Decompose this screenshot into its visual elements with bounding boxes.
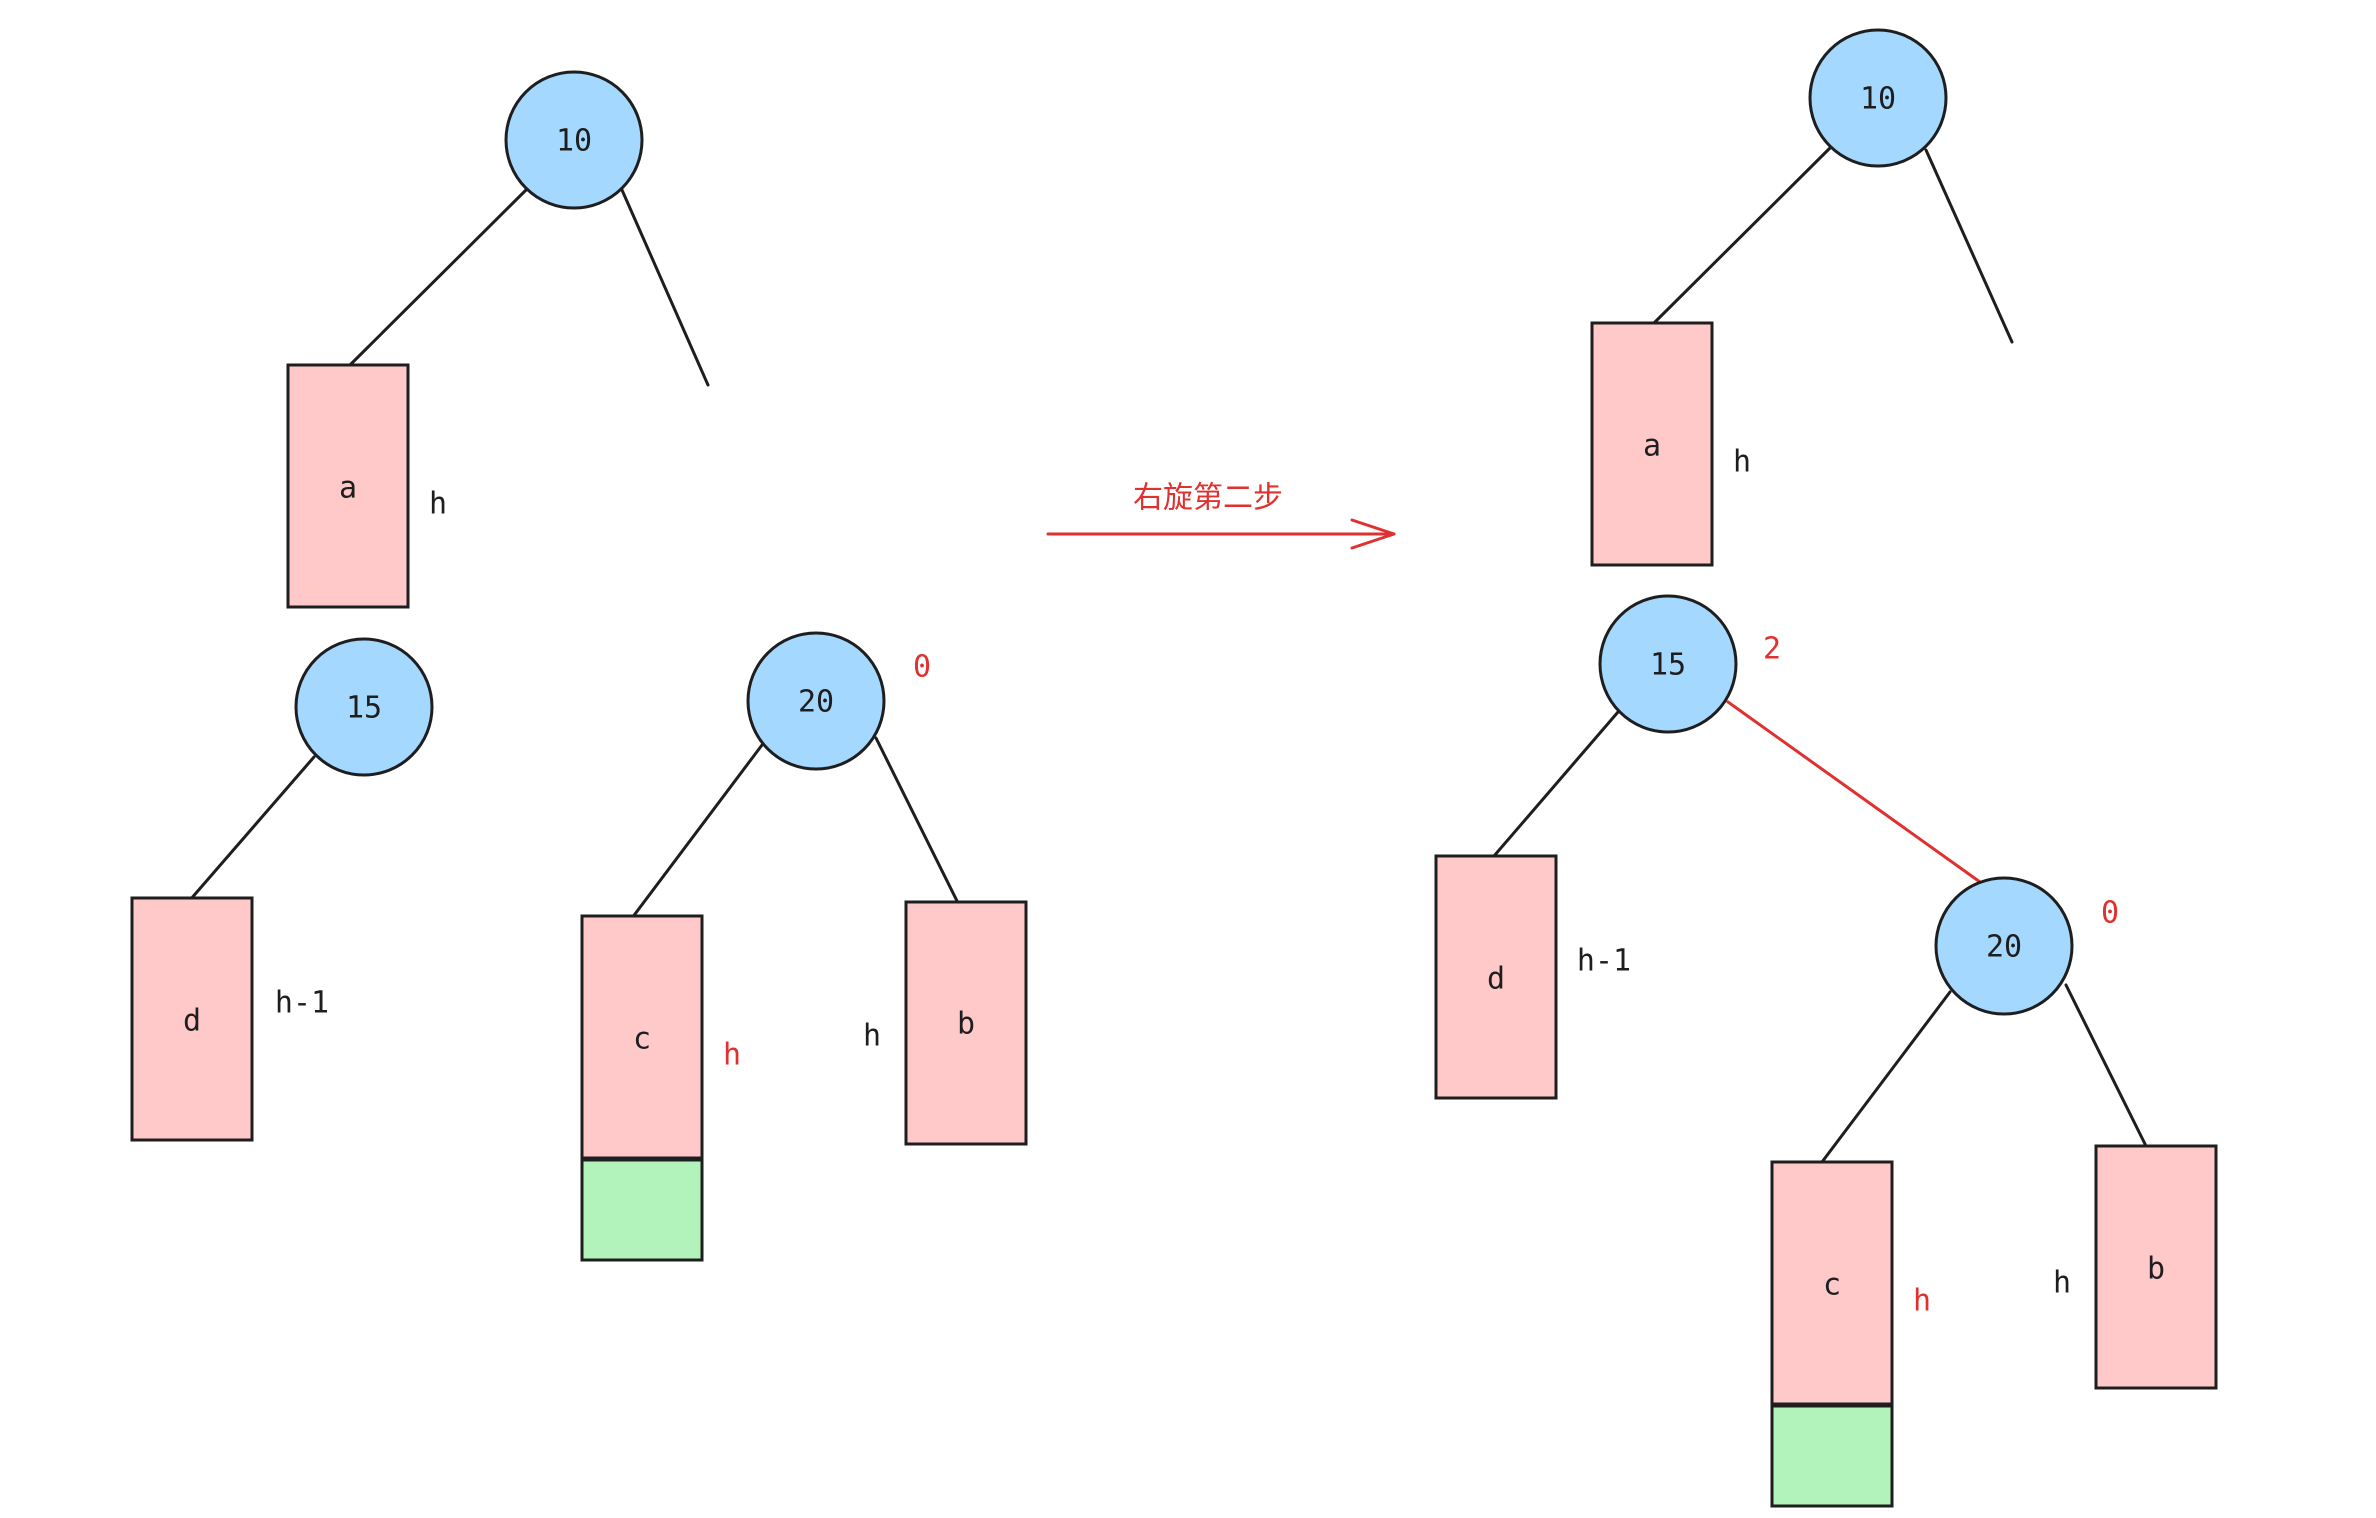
node-15: 15 <box>294 637 434 777</box>
subtree-d-label: d <box>183 1004 201 1039</box>
height-a-after-label: h <box>1733 445 1751 480</box>
transition-arrow: 右旋第二步 <box>1046 481 1396 550</box>
node-20-after-label: 20 <box>1986 930 2022 965</box>
subtree-a-after-label: a <box>1643 429 1661 464</box>
inserted-node-block-after <box>1770 1404 1894 1508</box>
node-10-after-label: 10 <box>1860 82 1896 117</box>
height-a-label: h <box>429 487 447 522</box>
subtree-c: c <box>580 914 704 1160</box>
height-d-after-label: h-1 <box>1577 944 1631 979</box>
edge-10-a-after <box>1652 146 1832 325</box>
edge-10-a <box>348 188 528 367</box>
subtree-b-after: b <box>2094 1144 2218 1390</box>
balance-20-label: 0 <box>913 650 931 685</box>
edge-10-right <box>620 188 710 387</box>
node-20-after: 20 <box>1934 876 2074 1016</box>
subtree-c-after-label: c <box>1823 1268 1841 1303</box>
subtree-d-after-label: d <box>1487 962 1505 997</box>
node-20: 20 <box>746 631 886 771</box>
inserted-node-block <box>580 1158 704 1262</box>
balance-20-after-label: 0 <box>2101 896 2119 931</box>
subtree-d-after: d <box>1434 854 1558 1100</box>
subtree-a-label: a <box>339 471 357 506</box>
height-c-after-label: h <box>1913 1284 1931 1319</box>
subtree-c-label: c <box>633 1022 651 1057</box>
subtree-b: b <box>904 900 1028 1146</box>
subtree-a: a <box>286 363 410 609</box>
subtree-d: d <box>130 896 254 1142</box>
height-b-after-label: h <box>2053 1266 2071 1301</box>
node-15-after-label: 15 <box>1650 648 1686 683</box>
node-15-label: 15 <box>346 691 382 726</box>
edge-15-20-after <box>1726 700 1982 884</box>
subtree-b-label: b <box>957 1007 975 1042</box>
subtree-c-after: c <box>1770 1160 1894 1406</box>
node-15-after: 15 <box>1598 594 1738 734</box>
edge-10-right-after <box>1924 148 2014 344</box>
edge-20-b <box>874 736 960 905</box>
edge-15-d-after <box>1492 710 1620 858</box>
height-d-label: h-1 <box>275 986 329 1021</box>
node-20-label: 20 <box>798 685 834 720</box>
before-tree: 10 a h 15 d h-1 20 0 c h <box>130 70 1028 1262</box>
height-c-label: h <box>723 1038 741 1073</box>
edge-20-c-after <box>1820 990 1952 1164</box>
height-b-label: h <box>863 1019 881 1054</box>
subtree-b-after-label: b <box>2147 1252 2165 1287</box>
edge-15-d <box>188 755 316 902</box>
edge-20-b-after <box>2064 983 2148 1148</box>
after-tree: 10 a h 15 2 d h-1 20 0 c <box>1434 28 2218 1508</box>
node-10-after: 10 <box>1808 28 1948 168</box>
balance-15-label: 2 <box>1763 632 1781 667</box>
node-10: 10 <box>504 70 644 210</box>
arrow-caption: 右旋第二步 <box>1133 481 1283 516</box>
edge-20-c <box>630 743 764 920</box>
node-10-label: 10 <box>556 124 592 159</box>
arrow-head-icon <box>1350 518 1396 550</box>
subtree-a-after: a <box>1590 321 1714 567</box>
